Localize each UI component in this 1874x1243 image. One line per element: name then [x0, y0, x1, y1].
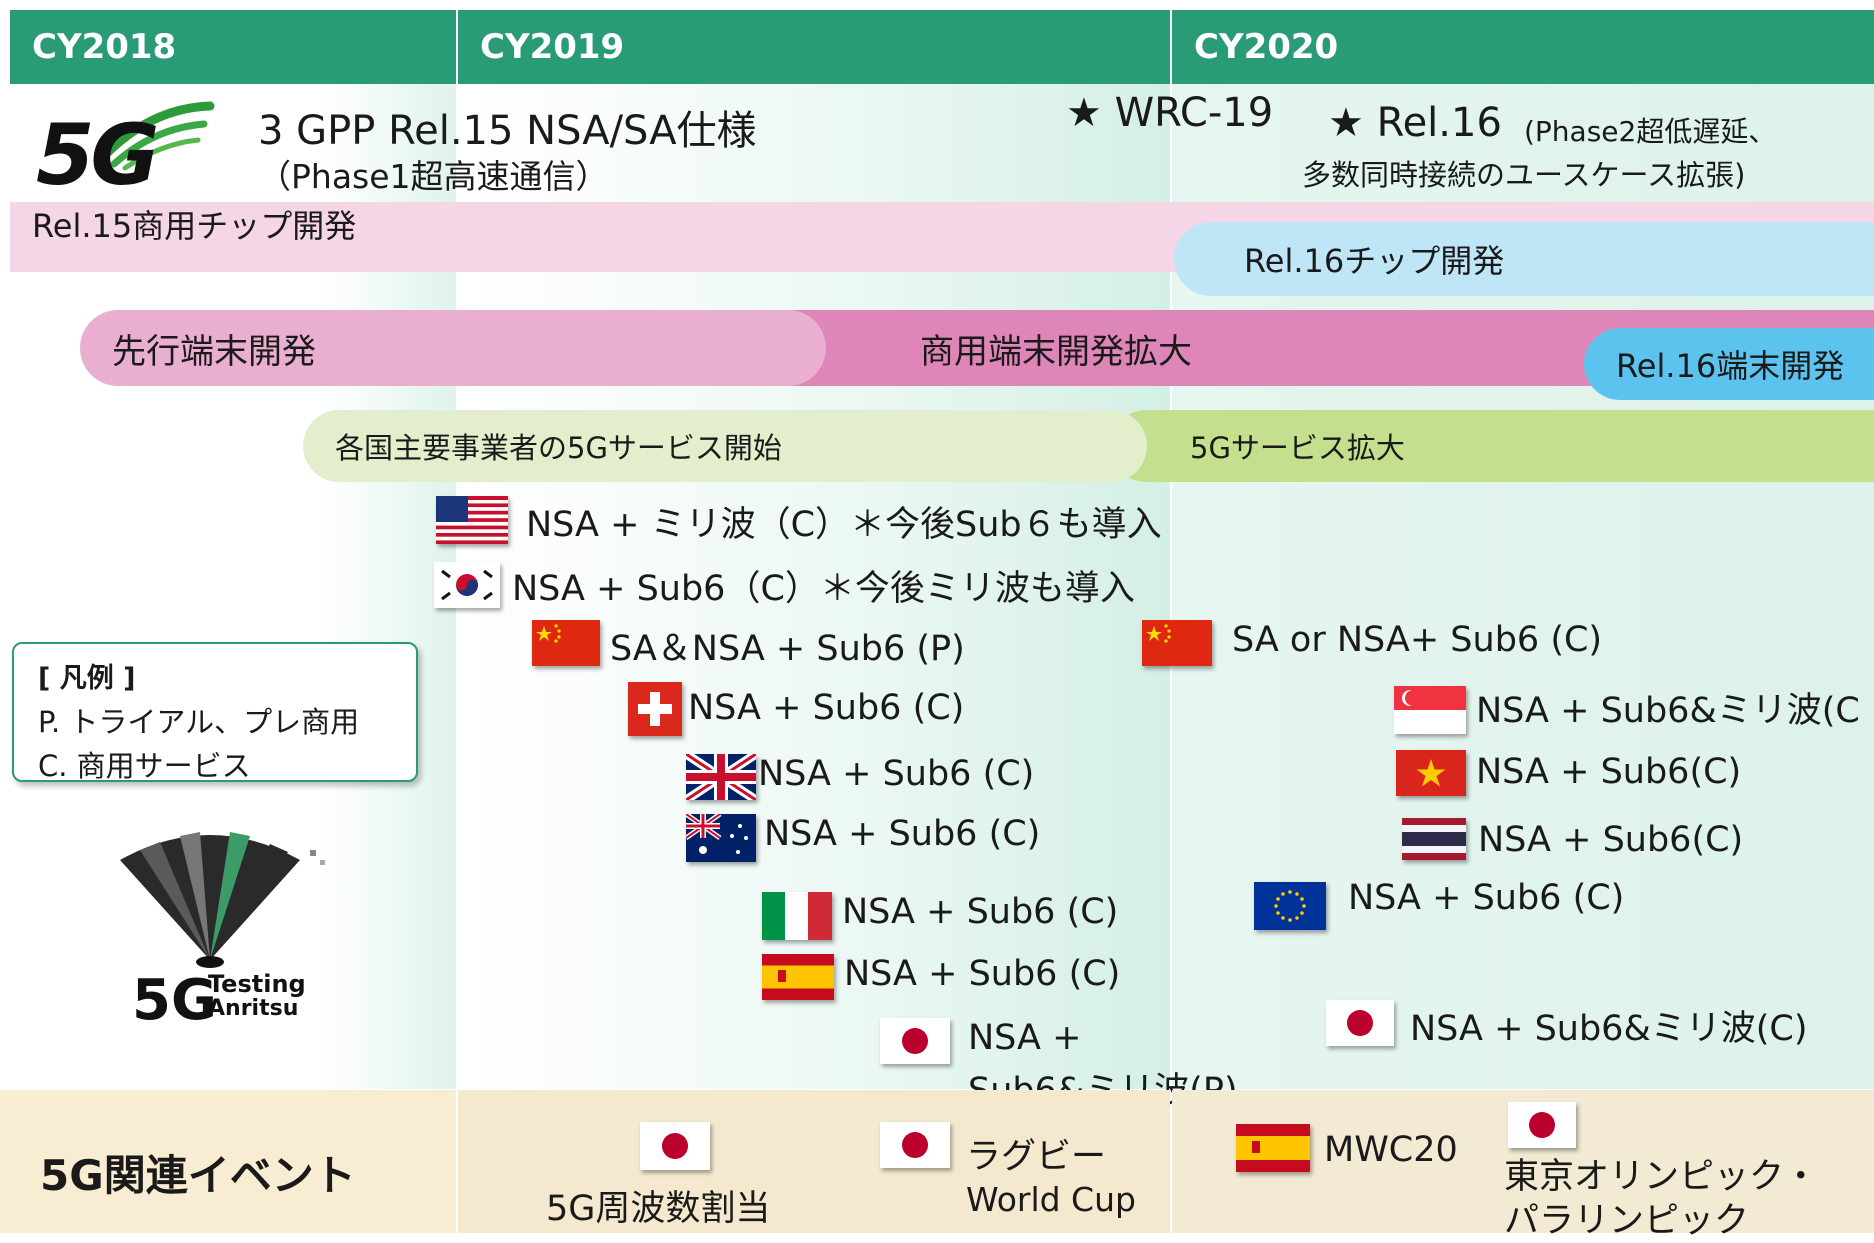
- entry-eu-label: NSA + Sub6 (C): [1348, 878, 1625, 918]
- flag-china-icon: [532, 620, 600, 666]
- entry-switzerland-label: NSA + Sub6 (C): [688, 688, 965, 728]
- event-rugby-label-2: World Cup: [966, 1180, 1136, 1219]
- entry-china-2019-label: SA＆NSA + Sub6 (P): [610, 629, 965, 669]
- entry-korea-label: NSA + Sub6（C）＊今後ミリ波も導入: [512, 569, 1135, 609]
- bar-label: Rel.16チップ開発: [1244, 242, 1505, 280]
- flag-japan-icon: [640, 1122, 710, 1170]
- entry-italy-label: NSA + Sub6 (C): [842, 892, 1119, 932]
- event-olympic-label-2: パラリンピック: [1504, 1201, 1750, 1241]
- flag-singapore-icon: [1394, 686, 1466, 734]
- entry-japan-2020-label: NSA + Sub6&ミリ波(C): [1410, 1009, 1808, 1049]
- flag-australia-icon: [686, 814, 756, 862]
- entry-japan-2019-label-1: NSA +: [968, 1018, 1082, 1058]
- events-band-2018: [0, 1090, 456, 1233]
- rel16-title: ★ Rel.16: [1328, 100, 1502, 146]
- bar-label: 各国主要事業者の5Gサービス開始: [335, 431, 782, 465]
- bar-early-device: 先行端末開発: [80, 310, 826, 386]
- flag-japan-icon: [1508, 1102, 1576, 1148]
- legend-item-c: C. 商用サービス: [38, 749, 251, 783]
- flag-spain-icon: [762, 954, 834, 1000]
- legend-box: [ 凡例 ] P. トライアル、プレ商用 C. 商用サービス: [12, 642, 418, 783]
- entry-china-2020-label: SA or NSA+ Sub6 (C): [1232, 620, 1603, 660]
- entry-vietnam-label: NSA + Sub6(C): [1476, 752, 1742, 792]
- fan-icon: [120, 832, 325, 968]
- bar-label: 5Gサービス拡大: [1190, 431, 1405, 465]
- bar-service-expand: 5Gサービス拡大: [1110, 410, 1874, 482]
- bar-rel16-chip: Rel.16チップ開発: [1174, 222, 1874, 296]
- flag-italy-icon: [762, 892, 832, 940]
- year-header-2018: CY2018: [10, 10, 456, 84]
- flag-eu-icon: [1254, 882, 1326, 930]
- flag-korea-icon: [434, 562, 500, 608]
- bar-label: Rel.15商用チップ開発: [32, 207, 357, 245]
- year-header-2019: CY2019: [458, 10, 1170, 84]
- brand-testing: Testing: [208, 970, 306, 998]
- event-mwc-label: MWC20: [1324, 1130, 1458, 1170]
- wrc19-label: ★ WRC-19: [1066, 90, 1274, 136]
- legend-item-p: P. トライアル、プレ商用: [38, 705, 360, 739]
- events-title: 5G関連イベント: [40, 1151, 356, 1200]
- flag-japan-icon: [880, 1122, 950, 1168]
- brand-anritsu: Anritsu: [208, 996, 299, 1021]
- bar-service-start: 各国主要事業者の5Gサービス開始: [303, 410, 1147, 482]
- flag-usa-icon: [436, 496, 508, 544]
- event-olympic-label-1: 東京オリンピック・: [1504, 1157, 1819, 1197]
- flag-switzerland-icon: [628, 682, 682, 736]
- flag-japan-icon: [880, 1018, 950, 1064]
- entry-australia-label: NSA + Sub6 (C): [764, 814, 1041, 854]
- flag-vietnam-icon: [1396, 750, 1466, 796]
- entry-uk-label: NSA + Sub6 (C): [758, 754, 1035, 794]
- bar-rel16-device: Rel.16端末開発: [1584, 328, 1874, 400]
- flag-spain-icon: [1236, 1124, 1310, 1172]
- spec-rel15-title: 3 GPP Rel.15 NSA/SA仕様: [258, 108, 757, 154]
- bar-label: 先行端末開発: [112, 331, 316, 372]
- year-label: CY2018: [32, 27, 177, 67]
- year-label: CY2019: [480, 27, 625, 67]
- 5g-logo: 5G: [30, 88, 220, 204]
- events-band-2019: [458, 1090, 1170, 1233]
- 5g-logo-text: 5G: [36, 106, 159, 204]
- legend-title: [ 凡例 ]: [38, 663, 136, 694]
- rel16-note-2: 多数同時接続のユースケース拡張): [1302, 158, 1746, 192]
- brand-5g: 5G: [132, 968, 217, 1033]
- bar-label: 商用端末開発拡大: [920, 331, 1192, 372]
- event-rugby-label-1: ラグビー: [966, 1137, 1107, 1177]
- flag-china-icon: [1142, 620, 1212, 666]
- flag-uk-icon: [686, 754, 756, 800]
- entry-thailand-label: NSA + Sub6(C): [1478, 820, 1744, 860]
- flag-thailand-icon: [1402, 818, 1466, 860]
- spec-rel15-subtitle: （Phase1超高速通信）: [258, 157, 609, 196]
- entry-usa-label: NSA + ミリ波（C）＊今後Sub６も導入: [526, 505, 1162, 545]
- entry-spain-label: NSA + Sub6 (C): [844, 954, 1121, 994]
- bar-label: Rel.16端末開発: [1616, 347, 1845, 385]
- entry-singapore-label: NSA + Sub6&ミリ波(C: [1476, 691, 1860, 731]
- flag-japan-icon: [1326, 1000, 1394, 1046]
- 5g-wave-icon: [97, 101, 215, 171]
- rel16-note-1: (Phase2超低遅延、: [1524, 115, 1777, 148]
- year-header-2020: CY2020: [1172, 10, 1874, 84]
- 5g-testing-logo: 5G Testing Anritsu: [110, 820, 330, 1033]
- year-label: CY2020: [1194, 27, 1339, 67]
- event-freq-label: 5G周波数割当: [546, 1189, 771, 1229]
